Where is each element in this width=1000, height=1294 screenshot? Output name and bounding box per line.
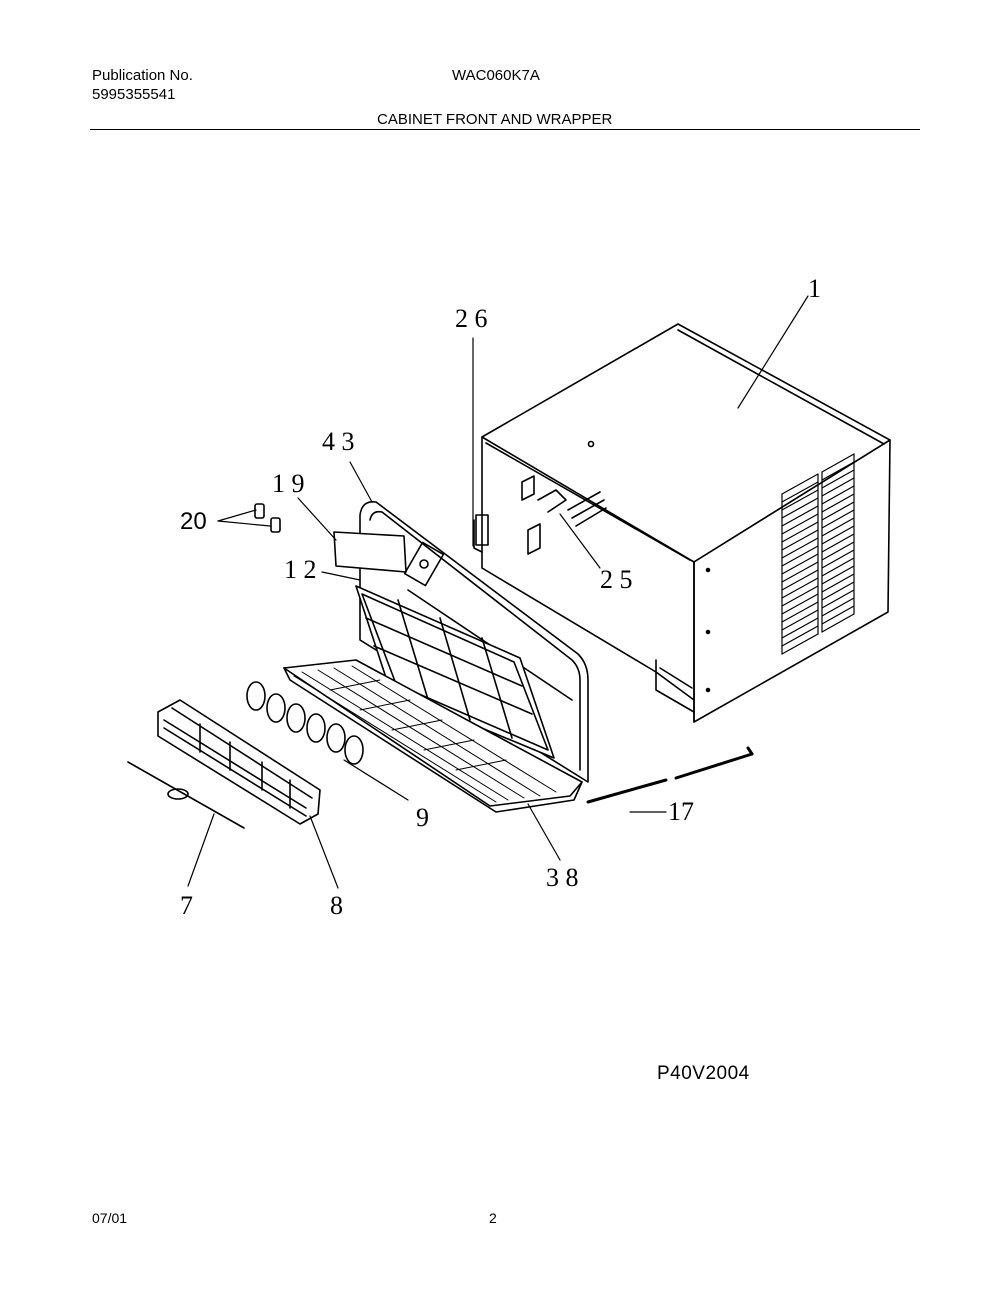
control-knobs — [254, 503, 281, 533]
leader-lines — [187, 295, 809, 889]
publication-label: Publication No. — [92, 67, 193, 84]
callout-19: 1 9 — [272, 469, 305, 498]
section-title: CABINET FRONT AND WRAPPER — [377, 111, 613, 128]
model-number: WAC060K7A — [452, 67, 540, 84]
drawing-code: P40V2004 — [657, 1063, 750, 1084]
callout-26: 2 6 — [455, 304, 488, 333]
louver-rod — [127, 761, 245, 829]
cabinet-wrapper — [473, 323, 891, 723]
page-number: 2 — [489, 1210, 497, 1226]
header-rule — [90, 129, 920, 130]
footer-date: 07/01 — [92, 1210, 128, 1226]
publication-number: 5995355541 — [92, 86, 176, 103]
callout-7: 7 — [180, 891, 193, 920]
callout-20: 20 — [180, 508, 207, 535]
control-label-plate — [333, 531, 407, 573]
callout-9: 9 — [416, 803, 429, 832]
callout-1: 1 — [808, 274, 821, 303]
base-tray — [283, 659, 583, 813]
callout-43: 4 3 — [322, 427, 355, 456]
seal-strip — [586, 746, 754, 804]
air-grille — [157, 699, 321, 825]
louver-discs — [246, 681, 364, 765]
callout-38: 3 8 — [546, 863, 579, 892]
callout-8: 8 — [330, 891, 343, 920]
air-filter — [355, 585, 555, 759]
callout-25: 2 5 — [600, 565, 633, 594]
callout-12: 1 2 — [284, 555, 317, 584]
callout-17: 17 — [668, 797, 694, 826]
